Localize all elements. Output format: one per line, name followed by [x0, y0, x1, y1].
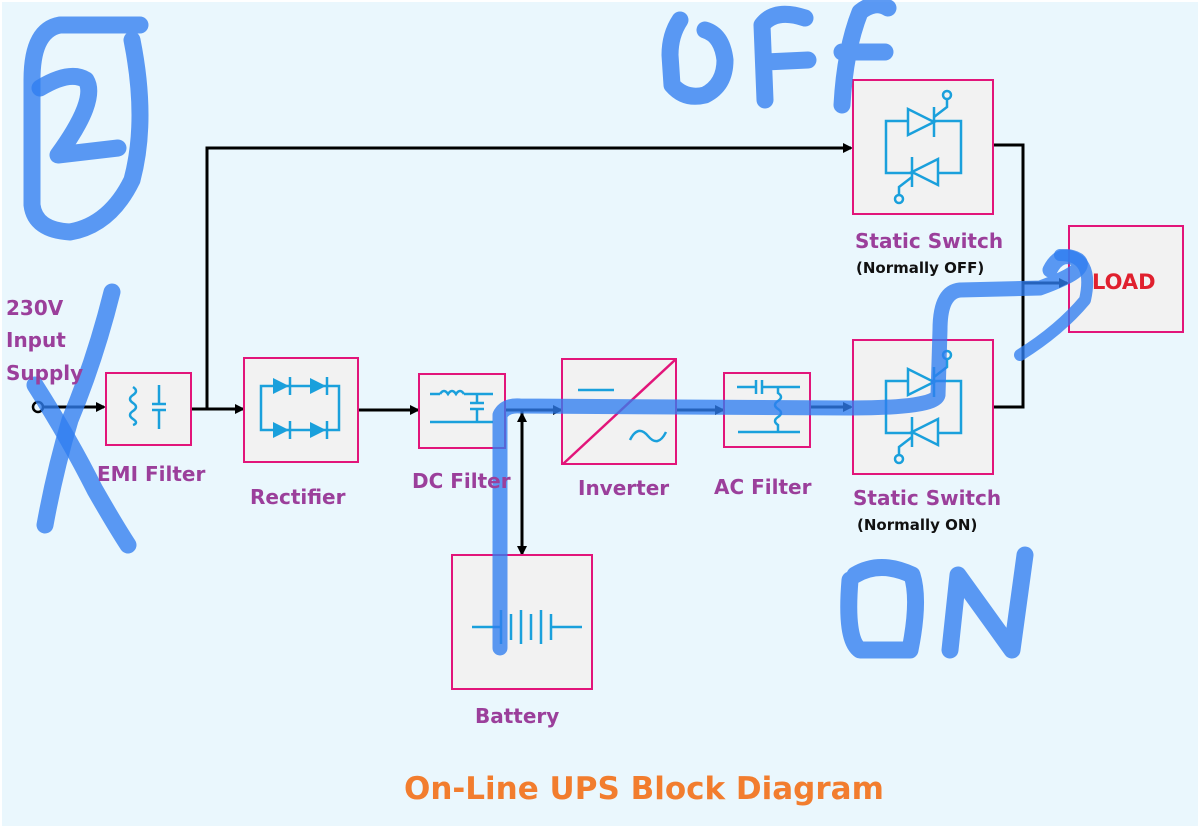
static-switch-off-label: Static Switch [855, 229, 1004, 253]
static-switch-on-block [852, 339, 994, 475]
battery-label: Battery [475, 704, 560, 728]
input-terminal [31, 400, 45, 414]
ac-filter-label: AC Filter [714, 475, 812, 499]
emi-filter-label: EMI Filter [97, 462, 206, 486]
static-switch-on-sublabel: (Normally ON) [857, 516, 978, 534]
static-switch-on-label: Static Switch [853, 486, 1002, 510]
static-switch-off-block [852, 79, 994, 215]
diagram-title: On-Line UPS Block Diagram [404, 771, 884, 807]
dc-filter-block [418, 373, 506, 449]
ac-filter-block [723, 372, 811, 448]
input-supply-label-line1: 230V [6, 296, 64, 320]
inverter-block [561, 358, 677, 465]
wire-bypass [205, 143, 853, 409]
rectifier-block [243, 357, 359, 463]
rectifier-label: Rectifier [250, 485, 346, 509]
battery-block [451, 554, 593, 690]
static-switch-off-sublabel: (Normally OFF) [856, 259, 985, 277]
input-supply-label-line2: Input [6, 328, 66, 352]
inverter-label: Inverter [578, 476, 670, 500]
emi-filter-block [105, 372, 192, 446]
input-supply-label-line3: Supply [6, 361, 84, 385]
load-label: LOAD [1092, 270, 1156, 294]
dc-filter-label: DC Filter [412, 469, 511, 493]
